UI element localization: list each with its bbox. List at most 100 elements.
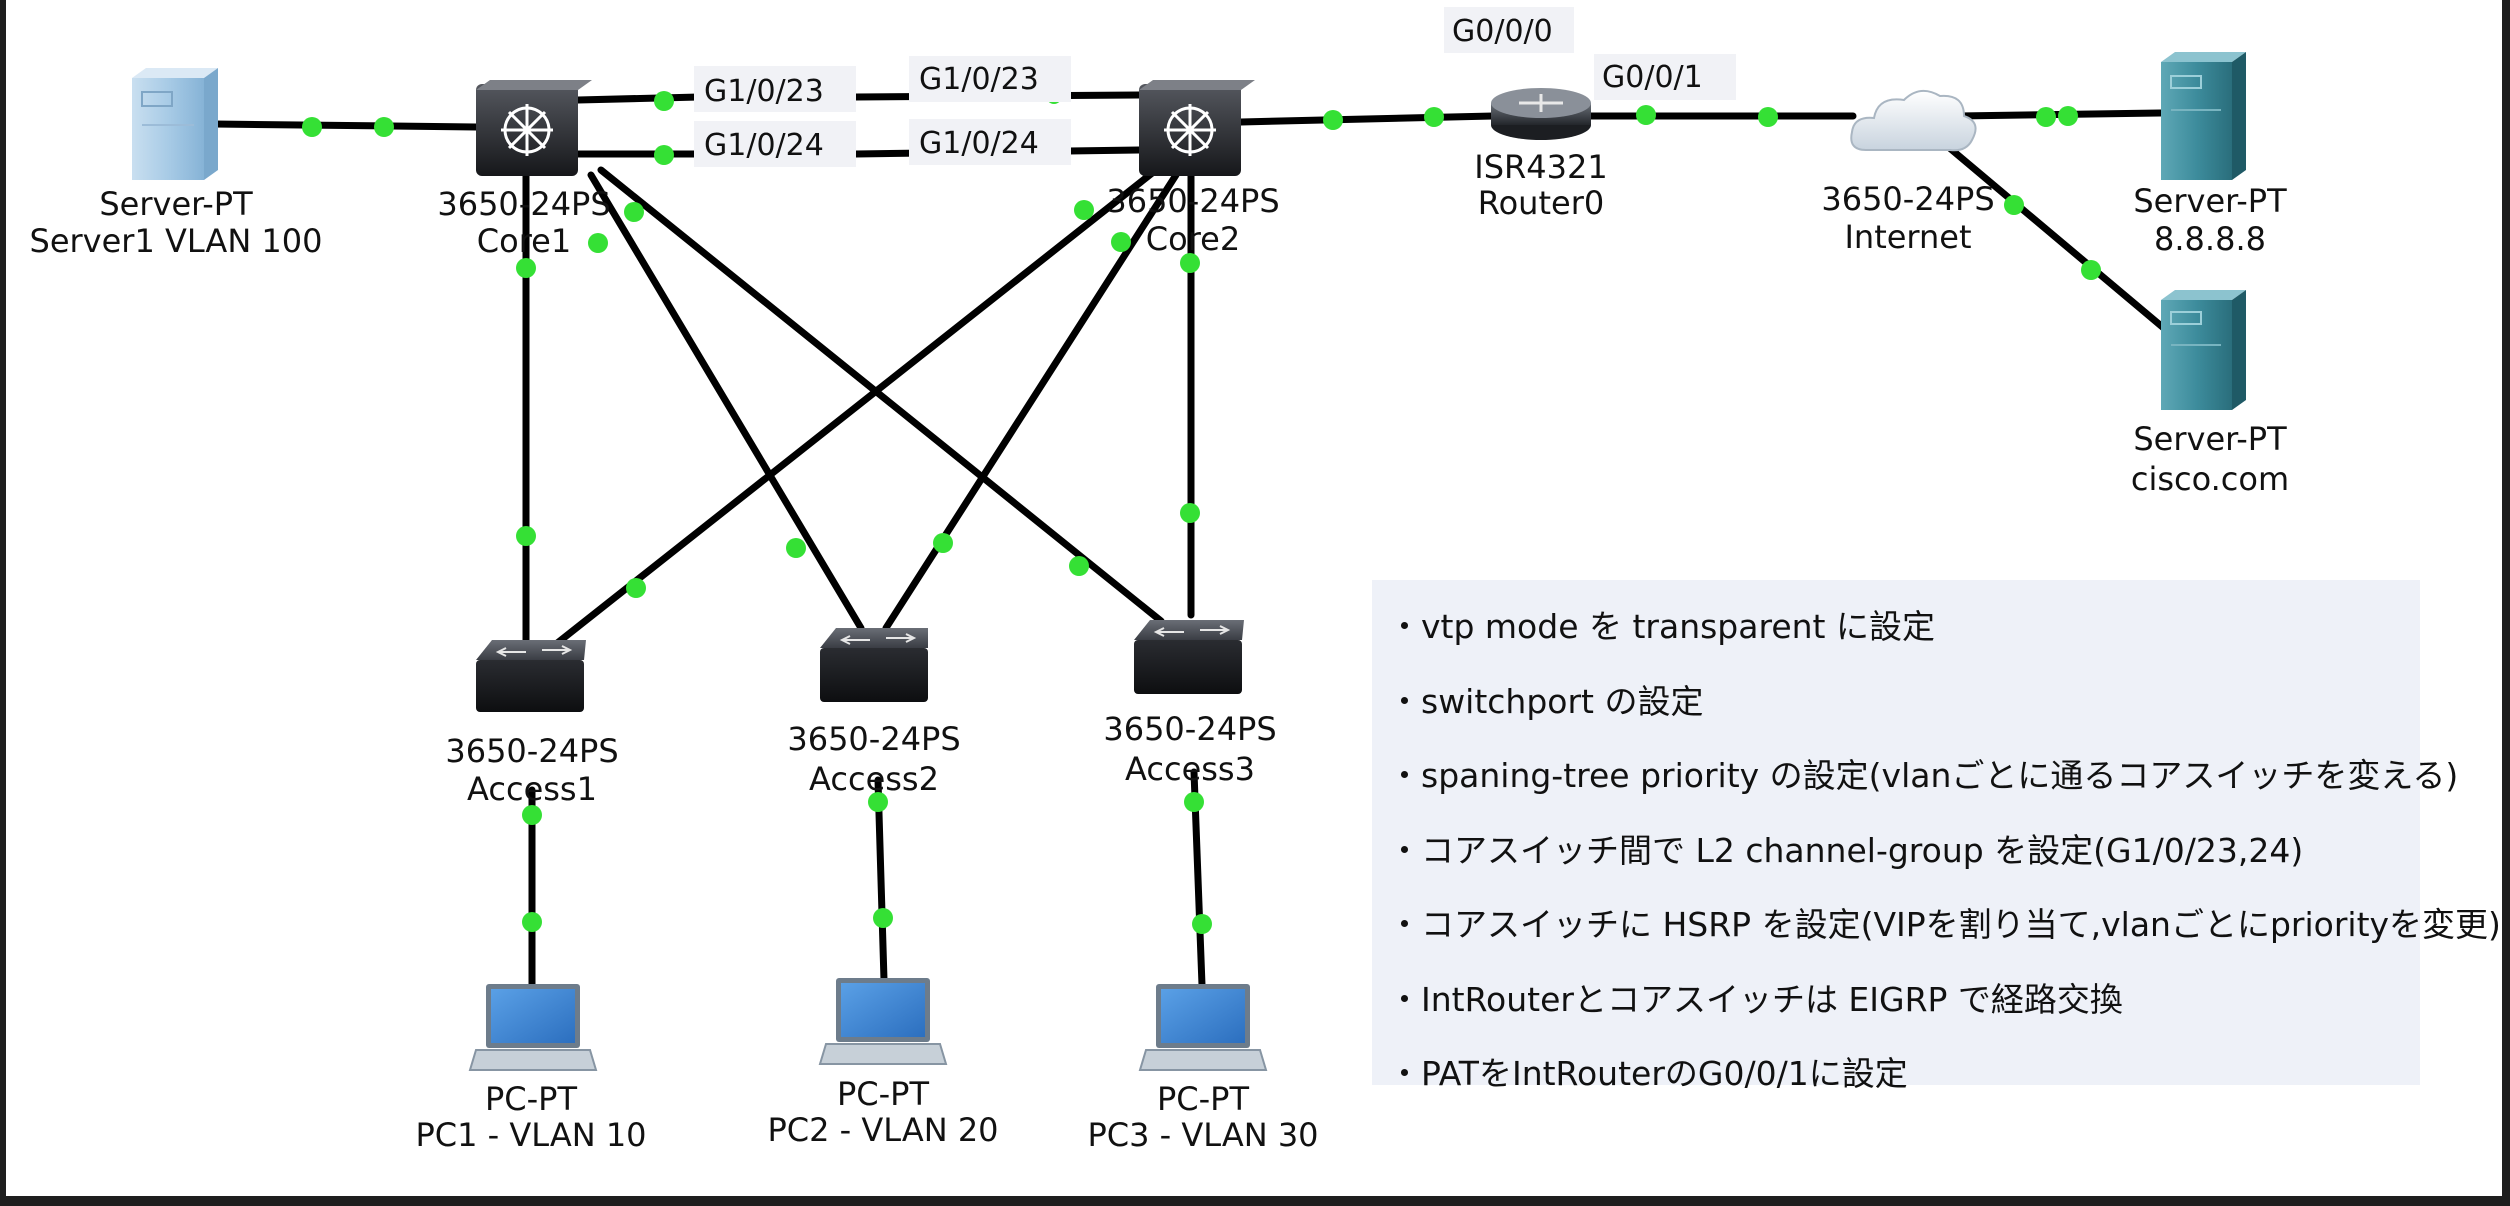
link-core2-access2[interactable] bbox=[882, 171, 1180, 632]
link-internet-web-server[interactable] bbox=[1942, 141, 2170, 334]
device-type-label: Server-PT bbox=[99, 185, 253, 223]
web-server-device[interactable]: Server-PT cisco.com bbox=[2131, 290, 2289, 498]
link-up-indicator bbox=[1180, 253, 1200, 273]
link-up-indicator bbox=[626, 578, 646, 598]
device-type-label: PC-PT bbox=[837, 1075, 929, 1113]
link-up-indicator bbox=[624, 202, 644, 222]
device-name-label: PC1 - VLAN 10 bbox=[415, 1116, 646, 1154]
switch-icon bbox=[476, 640, 586, 712]
device-type-label: PC-PT bbox=[1157, 1080, 1249, 1118]
link-up-indicator bbox=[522, 805, 542, 825]
note-item: ・コアスイッチ間で L2 channel-group を設定(G1/0/23,2… bbox=[1388, 830, 2304, 870]
server-icon bbox=[132, 68, 218, 180]
link-status-dots bbox=[302, 88, 2101, 934]
link-core1-access2[interactable] bbox=[587, 171, 865, 632]
pc3-device[interactable]: PC-PT PC3 - VLAN 30 bbox=[1087, 984, 1319, 1154]
device-name-label: Router0 bbox=[1478, 184, 1604, 222]
multilayer-switch-icon bbox=[476, 80, 592, 176]
link-up-indicator bbox=[588, 233, 608, 253]
switch-icon bbox=[820, 628, 928, 702]
device-type-label: 3650-24PS bbox=[437, 185, 610, 223]
link-up-indicator bbox=[1636, 105, 1656, 125]
link-up-indicator bbox=[374, 117, 394, 137]
device-name-label: Access3 bbox=[1125, 750, 1255, 788]
server1-device[interactable]: Server-PT Server1 VLAN 100 bbox=[30, 68, 323, 260]
link-access2-pc2[interactable] bbox=[874, 776, 888, 984]
port-label-core2-g23: G1/0/23 bbox=[919, 62, 1039, 97]
note-item: ・spaning-tree priority の設定(vlanごとに通るコアスイ… bbox=[1388, 756, 2459, 795]
link-up-indicator bbox=[1758, 107, 1778, 127]
internet-device[interactable]: 3650-24PS Internet bbox=[1821, 89, 1995, 256]
link-up-indicator bbox=[868, 792, 888, 812]
link-up-indicator bbox=[933, 533, 953, 553]
dns-server-device[interactable]: Server-PT 8.8.8.8 bbox=[2133, 52, 2287, 258]
pc1-device[interactable]: PC-PT PC1 - VLAN 10 bbox=[415, 984, 647, 1154]
device-name-label: Server1 VLAN 100 bbox=[30, 222, 323, 260]
link-up-indicator bbox=[873, 908, 893, 928]
device-name-label: Internet bbox=[1844, 218, 1971, 256]
core2-device[interactable]: 3650-24PS Core2 bbox=[1106, 80, 1280, 258]
link-core1-core2-g23-a[interactable] bbox=[574, 93, 703, 104]
note-item: ・vtp mode を transparent に設定 bbox=[1388, 607, 1935, 646]
link-core2-access1[interactable] bbox=[547, 166, 1160, 652]
link-up-indicator bbox=[1074, 200, 1094, 220]
access3-device[interactable]: 3650-24PS Access3 bbox=[1103, 620, 1277, 788]
link-up-indicator bbox=[1180, 503, 1200, 523]
port-labels: G1/0/23 G1/0/24 G1/0/23 G1/0/24 G0/0/0 G… bbox=[694, 7, 1736, 167]
port-label-router-g000: G0/0/0 bbox=[1452, 14, 1553, 49]
server-icon bbox=[2161, 52, 2246, 180]
link-server1-core1[interactable] bbox=[210, 120, 480, 131]
link-up-indicator bbox=[1069, 556, 1089, 576]
link-up-indicator bbox=[2036, 107, 2056, 127]
device-type-label: 3650-24PS bbox=[1821, 180, 1994, 218]
link-up-indicator bbox=[302, 117, 322, 137]
port-label-router-g001: G0/0/1 bbox=[1602, 60, 1703, 95]
device-name-label: PC2 - VLAN 20 bbox=[767, 1111, 998, 1149]
laptop-icon bbox=[468, 984, 598, 1071]
config-notes-panel: ・vtp mode を transparent に設定 ・switchport … bbox=[1372, 580, 2501, 1093]
device-type-label: 3650-24PS bbox=[445, 732, 618, 770]
link-up-indicator bbox=[1192, 914, 1212, 934]
note-item: ・PATをIntRouterのG0/0/1に設定 bbox=[1388, 1054, 1908, 1093]
device-type-label: Server-PT bbox=[2133, 182, 2287, 220]
note-item: ・IntRouterとコアスイッチは EIGRP で経路交換 bbox=[1388, 979, 2123, 1019]
router-icon bbox=[1491, 88, 1591, 140]
device-type-label: ISR4321 bbox=[1474, 148, 1607, 186]
link-up-indicator bbox=[522, 912, 542, 932]
note-item: ・switchport の設定 bbox=[1388, 681, 1704, 721]
topology-canvas: G1/0/23 G1/0/24 G1/0/23 G1/0/24 G0/0/0 G… bbox=[6, 0, 2502, 1196]
switch-icon bbox=[1134, 620, 1244, 694]
link-up-indicator bbox=[1184, 792, 1204, 812]
cloud-icon bbox=[1850, 89, 1977, 152]
port-label-core1-g24: G1/0/24 bbox=[704, 128, 824, 163]
link-up-indicator bbox=[1111, 232, 1131, 252]
access1-device[interactable]: 3650-24PS Access1 bbox=[445, 640, 619, 808]
link-up-indicator bbox=[1323, 110, 1343, 130]
pc2-device[interactable]: PC-PT PC2 - VLAN 20 bbox=[767, 978, 999, 1149]
link-up-indicator bbox=[654, 91, 674, 111]
laptop-icon bbox=[1138, 984, 1268, 1071]
link-up-indicator bbox=[2004, 195, 2024, 215]
device-type-label: Server-PT bbox=[2133, 420, 2287, 458]
link-up-indicator bbox=[2081, 260, 2101, 280]
link-up-indicator bbox=[516, 526, 536, 546]
device-type-label: PC-PT bbox=[485, 1080, 577, 1118]
router0-device[interactable]: ISR4321 Router0 bbox=[1474, 88, 1608, 222]
link-up-indicator bbox=[2058, 106, 2078, 126]
link-up-indicator bbox=[654, 145, 674, 165]
device-name-label: 8.8.8.8 bbox=[2154, 220, 2266, 258]
device-name-label: Access2 bbox=[809, 760, 939, 798]
server-icon bbox=[2161, 290, 2246, 410]
device-type-label: 3650-24PS bbox=[1106, 182, 1279, 220]
access2-device[interactable]: 3650-24PS Access2 bbox=[787, 628, 961, 798]
link-up-indicator bbox=[516, 258, 536, 278]
device-name-label: cisco.com bbox=[2131, 460, 2289, 498]
device-name-label: PC3 - VLAN 30 bbox=[1087, 1116, 1318, 1154]
core1-device[interactable]: 3650-24PS Core1 bbox=[437, 80, 611, 260]
link-core1-access3[interactable] bbox=[597, 166, 1165, 625]
device-type-label: 3650-24PS bbox=[1103, 710, 1276, 748]
link-core2-router0[interactable] bbox=[1237, 112, 1497, 126]
link-up-indicator bbox=[786, 538, 806, 558]
port-label-core1-g23: G1/0/23 bbox=[704, 74, 824, 109]
device-name-label: Access1 bbox=[467, 770, 597, 808]
